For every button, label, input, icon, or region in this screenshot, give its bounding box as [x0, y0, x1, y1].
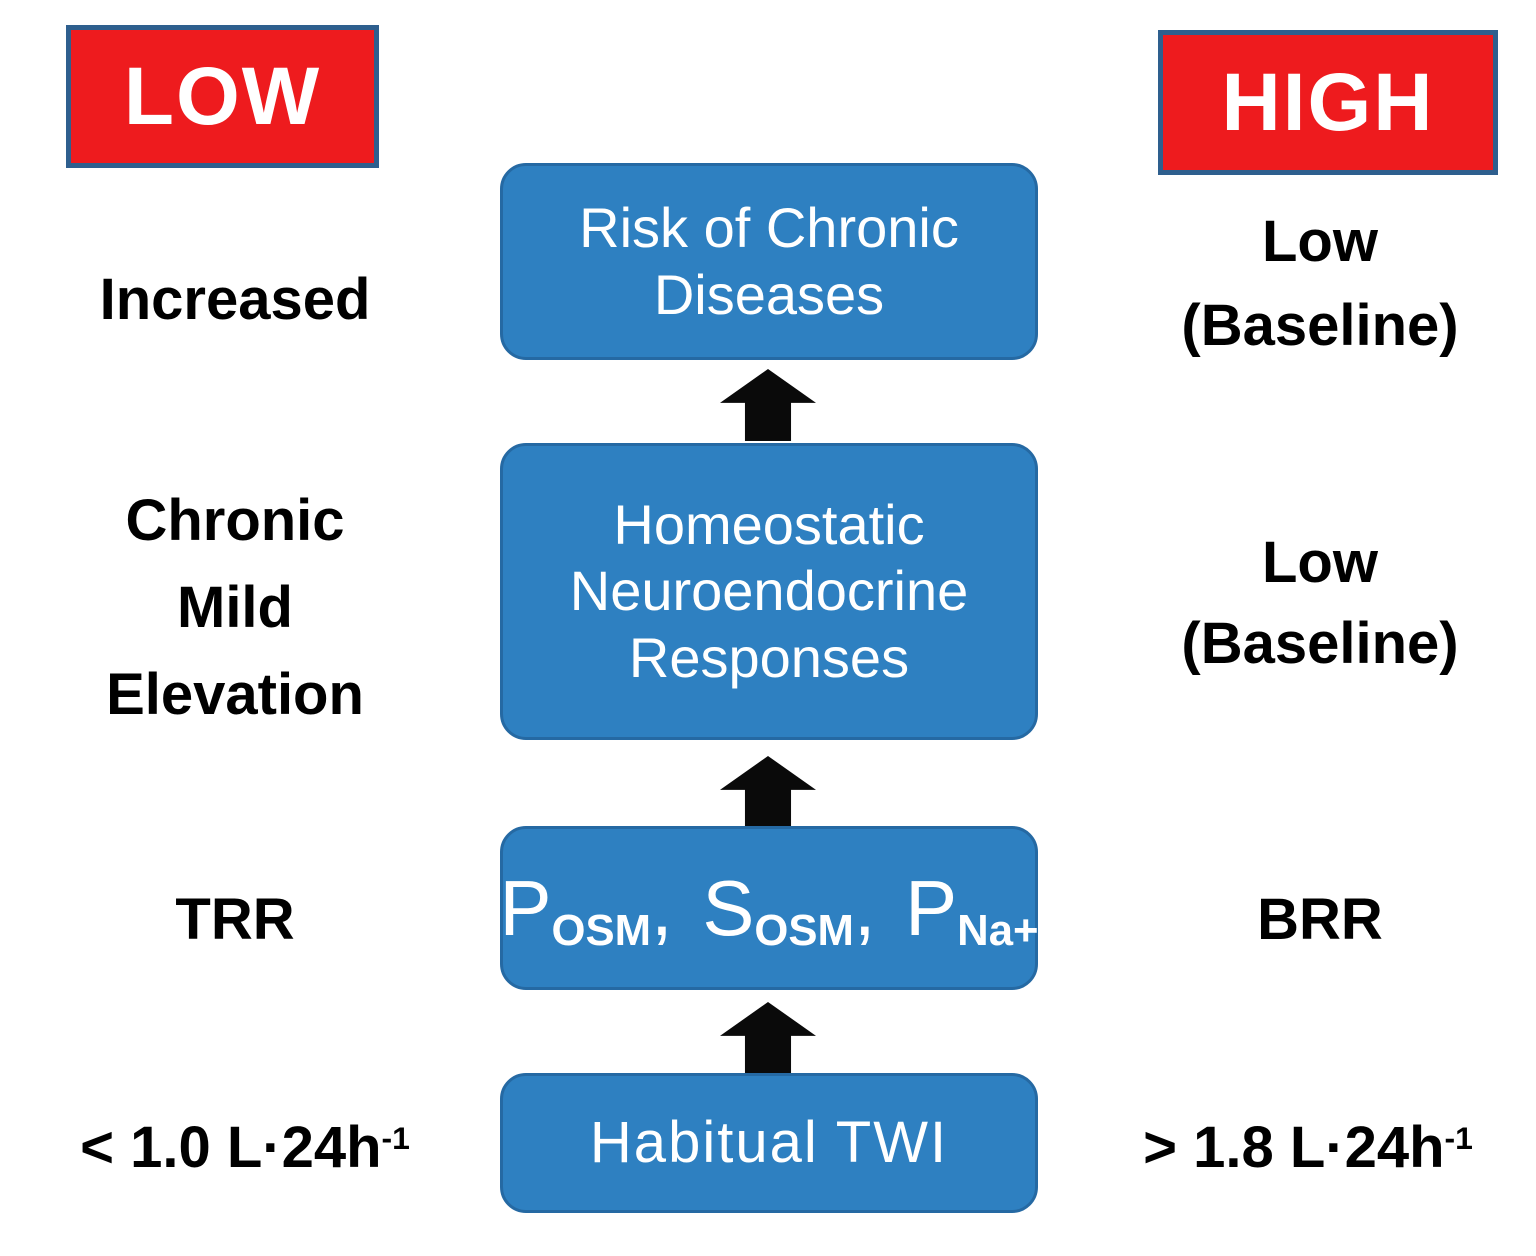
homeostatic-box-line1: Homeostatic: [613, 493, 925, 557]
high-badge-label: HIGH: [1221, 56, 1435, 148]
risk-box-line2: Diseases: [653, 262, 885, 326]
homeostatic-neuroendocrine-responses-box: Homeostatic Neuroendocrine Responses: [500, 443, 1038, 740]
osmolality-formula: POSM,SOSM,PNa+: [500, 862, 1039, 954]
up-arrow-icon: [720, 369, 816, 441]
left-homeostatic-line3: Elevation: [106, 662, 364, 727]
high-badge: HIGH: [1158, 30, 1498, 175]
right-twi-threshold-base: > 1.8 L·24h: [1143, 1115, 1445, 1180]
left-twi-threshold-exponent: -1: [381, 1120, 410, 1157]
right-twi-threshold-label: > 1.8 L·24h-1: [1080, 1106, 1536, 1190]
left-homeostatic-line2: Mild: [177, 575, 293, 640]
risk-of-chronic-diseases-box: Risk of Chronic Diseases: [500, 163, 1038, 360]
osm-separator: ,: [853, 863, 876, 952]
habitual-twi-label: Habitual TWI: [589, 1109, 949, 1175]
habitual-twi-box: Habitual TWI: [500, 1073, 1038, 1213]
right-osm-label: BRR: [1257, 887, 1383, 952]
left-risk-label: Increased: [99, 267, 371, 332]
low-badge: LOW: [66, 25, 379, 168]
right-homeostatic-line1: Low: [1262, 530, 1378, 595]
right-risk-line1: Low: [1262, 209, 1378, 274]
left-twi-threshold-base: < 1.0 L·24h: [80, 1115, 382, 1180]
right-risk-label: Low (Baseline): [1104, 200, 1536, 368]
left-homeostatic-line1: Chronic: [125, 488, 345, 553]
osmolality-box: POSM,SOSM,PNa+: [500, 826, 1039, 990]
right-risk-line2: (Baseline): [1181, 293, 1459, 359]
osm-separator: ,: [651, 863, 673, 952]
left-osm-label: TRR: [175, 887, 295, 952]
homeostatic-box-line3: Responses: [628, 625, 910, 689]
right-homeostatic-line2: (Baseline): [1181, 611, 1459, 677]
right-twi-threshold-exponent: -1: [1444, 1120, 1473, 1157]
risk-box-line1: Risk of Chronic: [579, 196, 959, 260]
sosm-symbol: S: [702, 863, 755, 952]
sosm-subscript: OSM: [754, 905, 854, 955]
low-badge-label: LOW: [123, 50, 322, 142]
posm-symbol: P: [499, 863, 552, 952]
pna-subscript: Na+: [957, 905, 1039, 955]
up-arrow-icon: [720, 756, 816, 828]
up-arrow-icon: [720, 1002, 816, 1074]
right-homeostatic-label: Low (Baseline): [1104, 522, 1536, 684]
left-homeostatic-label: Chronic Mild Elevation: [0, 477, 470, 738]
posm-subscript: OSM: [551, 905, 652, 955]
pna-symbol: P: [905, 863, 958, 952]
homeostatic-box-line2: Neuroendocrine: [569, 559, 969, 623]
left-twi-threshold-label: < 1.0 L·24h-1: [0, 1106, 490, 1190]
